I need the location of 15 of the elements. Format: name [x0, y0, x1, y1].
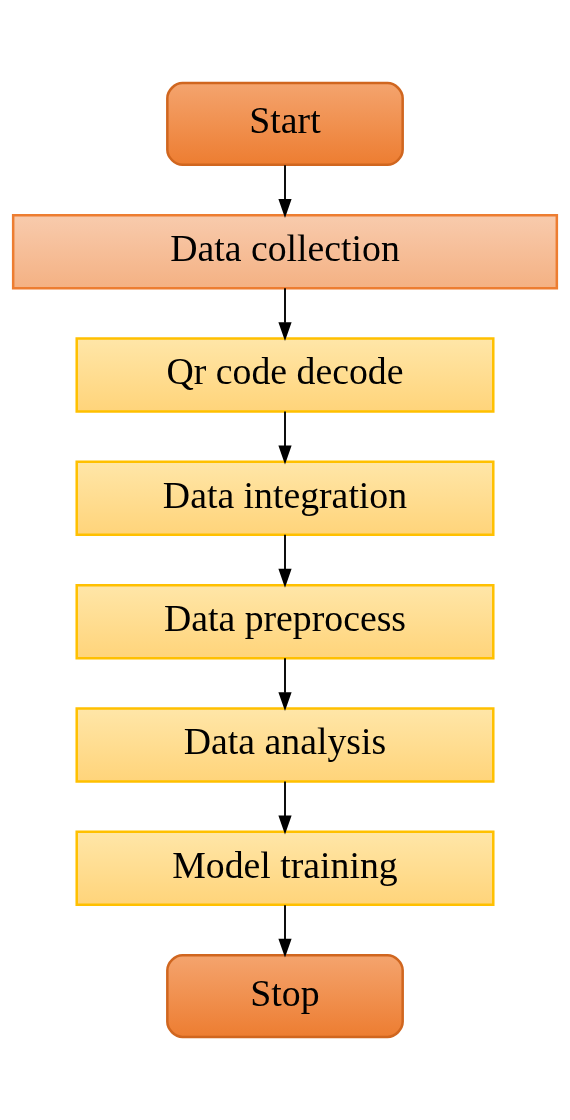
arrow [278, 533, 292, 588]
arrow [278, 780, 292, 835]
node-box: Data integration [75, 460, 495, 537]
node-box: Data analysis [75, 707, 495, 783]
node-box: Model training [75, 830, 495, 907]
arrow [278, 410, 292, 465]
arrow [278, 287, 292, 342]
arrow [278, 904, 292, 958]
node-box: Start [166, 81, 404, 167]
node-box: Data preprocess [75, 583, 495, 660]
arrow [278, 164, 292, 218]
node-box: Qr code decode [75, 337, 495, 413]
arrow [278, 657, 292, 712]
node-box: Stop [166, 953, 404, 1039]
node-box: Data collection [11, 213, 559, 290]
